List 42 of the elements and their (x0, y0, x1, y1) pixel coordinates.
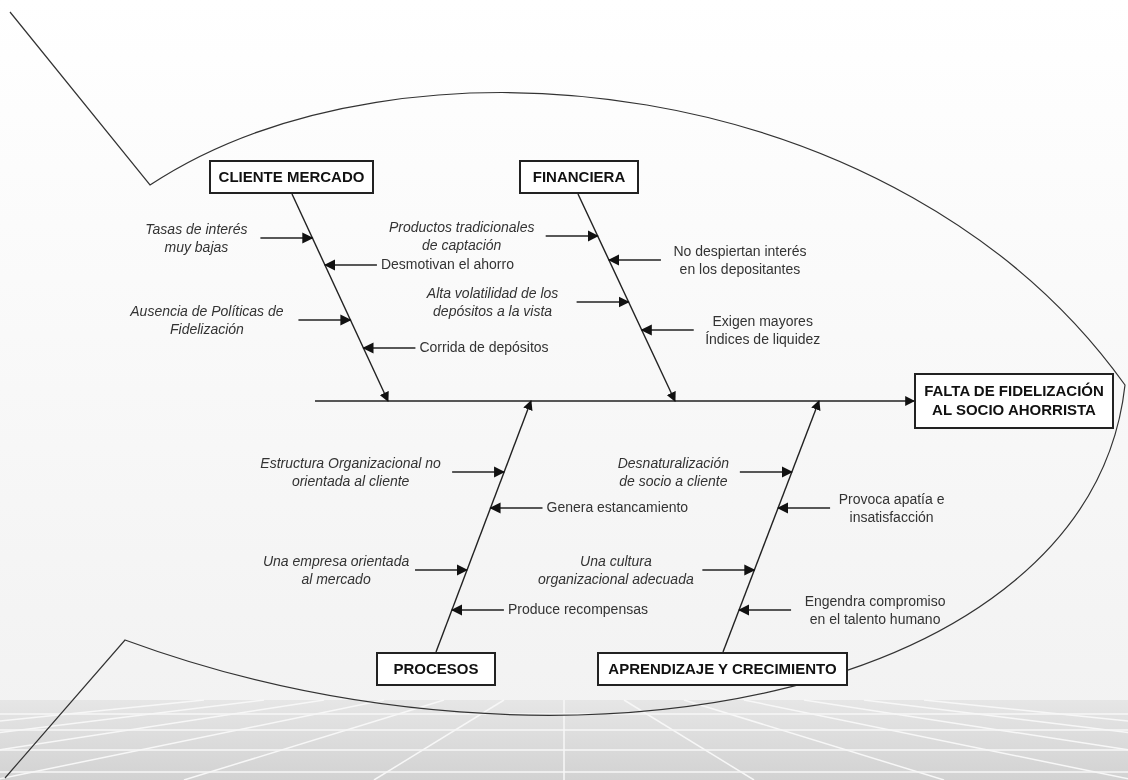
bone-arrow (291, 193, 389, 402)
arrow (739, 466, 793, 478)
bone-arrow (722, 400, 821, 653)
cause-text: Desmotivan el ahorro (380, 256, 514, 274)
cause-text: Genera estancamiento (546, 499, 689, 517)
cause-text: Provoca apatía e insatisfacción (834, 490, 950, 526)
category-box: PROCESOS (376, 652, 496, 686)
cause-text: Tasas de interés muy bajas (136, 220, 257, 256)
arrow (575, 296, 630, 308)
cause-text: Ausencia de Políticas de Fidelización (119, 302, 295, 338)
cause-text: Produce recompensas (507, 601, 648, 619)
cause-text: Una cultura organizacional adecuada (533, 552, 699, 588)
cause-text: No despiertan interés en los depositantes (664, 242, 815, 278)
cause-text: Una empresa orientada al mercado (261, 552, 412, 588)
cause-text: Corrida de depósitos (419, 339, 549, 357)
spine-arrow (314, 396, 915, 406)
arrow (701, 564, 756, 576)
arrow (544, 230, 599, 242)
arrow (362, 342, 417, 354)
arrow (414, 564, 469, 576)
cause-text: Estructura Organizacional no orientada al cliente (253, 454, 449, 490)
arrow (607, 254, 662, 266)
category-box: CLIENTE MERCADO (209, 160, 374, 194)
bone-arrow (435, 400, 533, 653)
cause-text: Engendra compromiso en el talento humano (795, 592, 956, 628)
category-box: FINANCIERA (519, 160, 639, 194)
arrow (640, 324, 695, 336)
bone-arrow (577, 193, 676, 402)
arrow (451, 466, 506, 478)
cause-text: Alta volatilidad de los depósitos a la vista (412, 284, 573, 320)
category-box: APRENDIZAJE Y CRECIMIENTO (597, 652, 848, 686)
cause-text: Productos tradicionales de captación (381, 218, 542, 254)
arrow (450, 604, 505, 616)
arrow (737, 604, 792, 616)
arrow (297, 314, 352, 326)
arrow (489, 502, 544, 514)
arrow (776, 502, 831, 514)
cause-text: Exigen mayores Índices de liquidez (697, 312, 828, 348)
arrow (259, 232, 314, 244)
arrow (323, 259, 378, 271)
effect-box: FALTA DE FIDELIZACIÓN AL SOCIO AHORRISTA (914, 373, 1114, 429)
cause-text: Desnaturalización de socio a cliente (610, 454, 736, 490)
